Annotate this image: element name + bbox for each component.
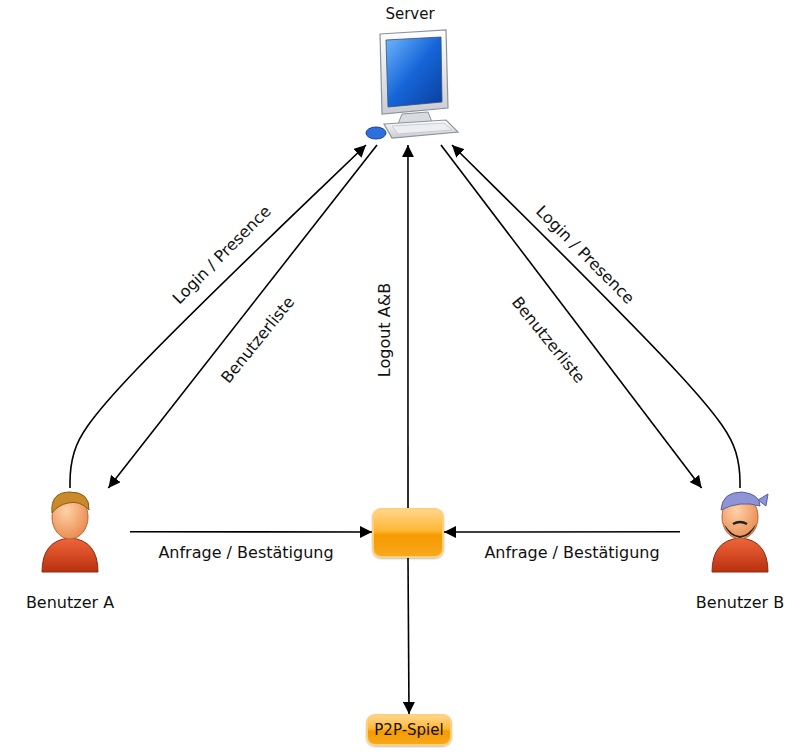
user-b-icon	[712, 492, 768, 572]
user-node: Benutzer A	[10, 488, 130, 613]
session-box	[372, 508, 444, 558]
node-label: Benutzer B	[680, 593, 800, 613]
user-node: Benutzer B	[680, 488, 800, 613]
server-computer-icon	[366, 30, 458, 139]
connector-arrow	[130, 531, 372, 533]
user-a-icon	[42, 492, 98, 572]
server-node: Server	[350, 5, 470, 145]
connector-arrow	[408, 558, 409, 714]
connector-arrow	[407, 145, 409, 508]
edge-label: Anfrage / Bestätigung	[155, 544, 336, 562]
node-label: P2P-Spiel	[368, 721, 450, 740]
edge-label: Benutzerliste	[506, 291, 590, 389]
connector-arrow	[70, 145, 366, 488]
edge-label: Logout A&B	[376, 280, 394, 380]
connector-arrow	[444, 531, 680, 533]
connector-arrow	[108, 145, 377, 488]
connector-arrow	[441, 145, 702, 488]
connector-arrow	[452, 145, 740, 488]
edge-label: Login / Presence	[530, 200, 640, 310]
game-box: P2P-Spiel	[366, 714, 452, 746]
node-label: Server	[350, 5, 470, 24]
node-label: Benutzer A	[10, 593, 130, 613]
edge-label: Anfrage / Bestätigung	[481, 544, 662, 562]
edge-label: Login / Presence	[167, 200, 277, 310]
edge-label: Benutzerliste	[216, 291, 300, 389]
